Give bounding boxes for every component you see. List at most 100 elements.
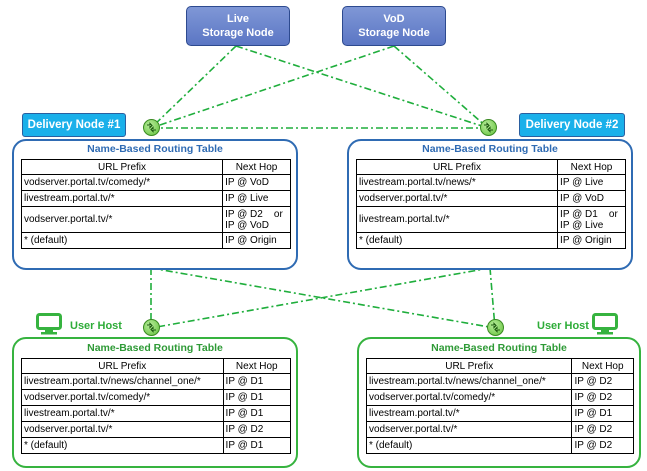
routing-table-title: Name-Based Routing Table <box>87 143 223 155</box>
url-prefix-cell: vodserver.portal.tv/* <box>365 421 573 438</box>
user-host-1-label: User Host <box>70 320 122 332</box>
vod-storage-line2: Storage Node <box>358 27 430 39</box>
table-row: livestream.portal.tv/*IP @ D1 <box>365 405 634 422</box>
next-hop-cell: IP @ Live <box>222 190 291 207</box>
col-next-hop: Next Hop <box>571 358 634 374</box>
routing-table-title: Name-Based Routing Table <box>431 342 567 354</box>
col-url-prefix: URL Prefix <box>365 358 573 374</box>
table-row: vodserver.portal.tv/*IP @ D2 or IP @ VoD <box>20 206 291 233</box>
table-row: livestream.portal.tv/news/channel_one/*I… <box>365 373 634 390</box>
url-prefix-cell: vodserver.portal.tv/* <box>355 190 559 207</box>
router-icon[interactable] <box>487 319 504 336</box>
url-prefix-cell: * (default) <box>365 437 573 454</box>
table-row: livestream.portal.tv/*IP @ D1 or IP @ Li… <box>355 206 626 233</box>
url-prefix-cell: livestream.portal.tv/news/channel_one/* <box>21 373 224 390</box>
routing-table-title: Name-Based Routing Table <box>422 143 558 155</box>
link-live-dn1 <box>150 45 237 129</box>
next-hop-cell: IP @ Origin <box>222 232 291 249</box>
col-url-prefix: URL Prefix <box>355 159 559 175</box>
delivery-node-1-label[interactable]: Delivery Node #1 <box>22 113 126 137</box>
link-dn2-uh1 <box>150 267 491 329</box>
routing-table: URL Prefix Next Hop livestream.portal.tv… <box>21 358 292 454</box>
table-header-row: URL Prefix Next Hop <box>21 358 292 374</box>
next-hop-cell: IP @ Live <box>557 174 626 191</box>
table-row: livestream.portal.tv/news/channel_one/*I… <box>21 373 292 390</box>
routing-table: URL Prefix Next Hop vodserver.portal.tv/… <box>20 159 291 249</box>
table-row: vodserver.portal.tv/*IP @ VoD <box>355 190 626 207</box>
url-prefix-cell: * (default) <box>20 232 224 249</box>
next-hop-cell: IP @ D2 <box>571 437 634 454</box>
live-storage-line2: Storage Node <box>202 27 274 39</box>
next-hop-cell: IP @ D1 <box>222 373 292 390</box>
next-hop-cell: IP @ D2 <box>571 373 634 390</box>
table-header-row: URL Prefix Next Hop <box>20 159 291 175</box>
live-storage-line1: Live <box>226 13 249 25</box>
col-url-prefix: URL Prefix <box>21 358 224 374</box>
url-prefix-cell: * (default) <box>355 232 559 249</box>
link-vod-dn1 <box>150 45 395 129</box>
url-prefix-cell: vodserver.portal.tv/* <box>20 206 224 233</box>
next-hop-cell: IP @ D1 <box>222 389 292 406</box>
next-hop-cell: IP @ D2 or IP @ VoD <box>222 206 291 233</box>
next-hop-cell: IP @ D2 <box>571 421 634 438</box>
routing-table: URL Prefix Next Hop livestream.portal.tv… <box>365 358 634 454</box>
next-hop-cell: IP @ D1 or IP @ Live <box>557 206 626 233</box>
url-prefix-cell: * (default) <box>21 437 224 454</box>
table-header-row: URL Prefix Next Hop <box>365 358 634 374</box>
router-icon[interactable] <box>143 319 160 336</box>
table-row: livestream.portal.tv/*IP @ Live <box>20 190 291 207</box>
col-next-hop: Next Hop <box>222 159 291 175</box>
next-hop-cell: IP @ D1 <box>571 405 634 422</box>
table-row: vodserver.portal.tv/*IP @ D2 <box>21 421 292 438</box>
next-hop-cell: IP @ D2 <box>222 421 292 438</box>
user-host-2-panel: Name-Based Routing Table URL Prefix Next… <box>357 337 641 468</box>
url-prefix-cell: vodserver.portal.tv/comedy/* <box>21 389 224 406</box>
router-icon[interactable] <box>480 119 497 136</box>
col-url-prefix: URL Prefix <box>20 159 224 175</box>
link-dn1-uh2 <box>150 267 496 329</box>
monitor-icon <box>36 313 62 340</box>
url-prefix-cell: livestream.portal.tv/* <box>21 405 224 422</box>
url-prefix-cell: livestream.portal.tv/news/* <box>355 174 559 191</box>
next-hop-cell: IP @ Origin <box>557 232 626 249</box>
col-next-hop: Next Hop <box>222 358 292 374</box>
next-hop-cell: IP @ VoD <box>557 190 626 207</box>
next-hop-cell: IP @ VoD <box>222 174 291 191</box>
link-vod-dn2 <box>393 45 489 129</box>
url-prefix-cell: livestream.portal.tv/* <box>365 405 573 422</box>
table-header-row: URL Prefix Next Hop <box>355 159 626 175</box>
next-hop-cell: IP @ D2 <box>571 389 634 406</box>
url-prefix-cell: vodserver.portal.tv/comedy/* <box>20 174 224 191</box>
url-prefix-cell: vodserver.portal.tv/comedy/* <box>365 389 573 406</box>
url-prefix-cell: livestream.portal.tv/* <box>20 190 224 207</box>
table-row: vodserver.portal.tv/comedy/*IP @ D1 <box>21 389 292 406</box>
url-prefix-cell: vodserver.portal.tv/* <box>21 421 224 438</box>
monitor-icon <box>592 313 618 340</box>
vod-storage-node[interactable]: VoD Storage Node <box>342 6 446 46</box>
link-dn2-uh2 <box>489 267 496 329</box>
vod-storage-line1: VoD <box>383 13 405 25</box>
table-row: * (default)IP @ Origin <box>355 232 626 249</box>
table-row: livestream.portal.tv/news/*IP @ Live <box>355 174 626 191</box>
routing-table-title: Name-Based Routing Table <box>87 342 223 354</box>
table-row: vodserver.portal.tv/*IP @ D2 <box>365 421 634 438</box>
user-host-1-panel: Name-Based Routing Table URL Prefix Next… <box>12 337 298 468</box>
router-icon[interactable] <box>143 119 160 136</box>
delivery-node-2-panel: Name-Based Routing Table URL Prefix Next… <box>347 139 633 270</box>
live-storage-node[interactable]: Live Storage Node <box>186 6 290 46</box>
url-prefix-cell: livestream.portal.tv/* <box>355 206 559 233</box>
user-host-2-label: User Host <box>537 320 589 332</box>
next-hop-cell: IP @ D1 <box>222 437 292 454</box>
delivery-node-1-panel: Name-Based Routing Table URL Prefix Next… <box>12 139 298 270</box>
table-row: * (default)IP @ Origin <box>20 232 291 249</box>
table-row: vodserver.portal.tv/comedy/*IP @ D2 <box>365 389 634 406</box>
url-prefix-cell: livestream.portal.tv/news/channel_one/* <box>365 373 573 390</box>
table-row: * (default)IP @ D2 <box>365 437 634 454</box>
table-row: * (default)IP @ D1 <box>21 437 292 454</box>
routing-table: URL Prefix Next Hop livestream.portal.tv… <box>355 159 626 249</box>
link-live-dn2 <box>235 45 489 129</box>
delivery-node-2-label[interactable]: Delivery Node #2 <box>519 113 625 137</box>
table-row: livestream.portal.tv/*IP @ D1 <box>21 405 292 422</box>
next-hop-cell: IP @ D1 <box>222 405 292 422</box>
